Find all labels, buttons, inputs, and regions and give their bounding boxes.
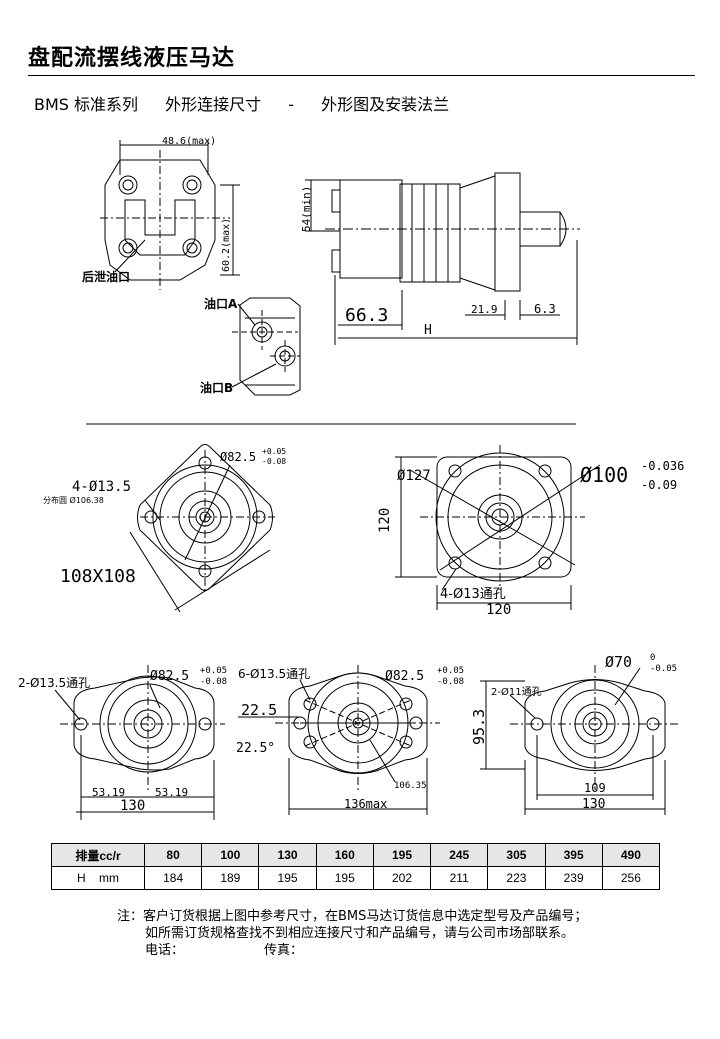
subtitle-desc: 外形图及安装法兰 — [321, 95, 450, 114]
label-port-a: 油口A — [204, 296, 238, 311]
flange-right-dia-127: Ø127 — [397, 468, 431, 484]
table-cell: 223 — [487, 866, 546, 890]
flange-b2-ang-a: 22.5 — [241, 701, 277, 719]
table-cell: 490 — [601, 843, 661, 867]
flange-b1-holes: 2-Ø13.5通孔 — [18, 676, 90, 690]
table-row-displacement: 排量cc/r 80 100 130 160 195 245 305 395 49… — [51, 843, 661, 867]
dim-h: H — [424, 323, 432, 338]
label-drain-port: 后泄油口 — [82, 269, 130, 284]
flange-square-diamond — [129, 444, 275, 613]
table-row-label: H mm — [51, 866, 145, 890]
flange-b1-tol-down: -0.08 — [200, 677, 227, 687]
flange-b2-dia: Ø82.5 — [385, 669, 424, 684]
subtitle-section: 外形连接尺寸 — [165, 95, 262, 114]
flange-right-dim-120h: 120 — [486, 602, 511, 618]
flange-left-pcd: 分布圆 Ø106.38 — [43, 495, 104, 505]
flange-b2-tol-down: -0.08 — [437, 677, 464, 687]
dim-6-3: 6.3 — [534, 302, 556, 316]
table-cell: 202 — [372, 866, 432, 890]
dim-21-9: 21.9 — [471, 303, 498, 316]
flange-left-tol-down: -0.08 — [262, 457, 286, 466]
motor-side-view — [305, 172, 580, 345]
table-header-label: 排量cc/r — [51, 843, 145, 867]
table-cell: 160 — [315, 843, 374, 867]
subtitle-series: BMS 标准系列 — [34, 95, 139, 114]
dim-54-min: 54(min) — [300, 186, 313, 232]
note-tel: 电话： — [145, 943, 185, 958]
flange-square — [395, 445, 601, 610]
flange-2-hole-a — [54, 665, 225, 820]
port-ab-view — [231, 297, 301, 396]
flange-b3-dim-a: 109 — [584, 781, 606, 795]
table-cell: 80 — [143, 843, 203, 867]
dim-48-6: 48.6(max) — [162, 136, 216, 147]
table-cell: 256 — [601, 866, 661, 890]
flange-left-dia: Ø82.5 — [220, 450, 256, 464]
flange-6-hole — [238, 665, 440, 815]
flange-b3-dia: Ø70 — [605, 653, 632, 671]
table-cell: 195 — [258, 866, 317, 890]
flange-right-dia-100: Ø100 — [580, 463, 628, 487]
table-cell: 211 — [430, 866, 489, 890]
flange-b3-dim-h: 95.3 — [470, 709, 488, 745]
technical-drawings: 48.6(max) 60.2(max) 后泄油口 油口A 油口B — [18, 136, 684, 820]
note-contact: 电话： 传真： — [117, 942, 587, 959]
displacement-table: 排量cc/r 80 100 130 160 195 245 305 395 49… — [51, 843, 661, 890]
table-cell: 130 — [258, 843, 317, 867]
table-cell: 184 — [143, 866, 203, 890]
table-cell: 189 — [201, 866, 260, 890]
flange-b1-dia: Ø82.5 — [150, 669, 189, 684]
order-notes: 注：客户订货根据上图中参考尺寸，在BMS马达订货信息中选定型号及产品编号； 如所… — [117, 908, 587, 959]
title-divider — [28, 75, 695, 76]
table-cell: 195 — [315, 866, 374, 890]
dim-60-2: 60.2(max) — [221, 218, 232, 272]
table-cell: 239 — [544, 866, 603, 890]
flange-b1-tol-up: +0.05 — [200, 666, 227, 676]
flange-b2-holes: 6-Ø13.5通孔 — [238, 667, 310, 681]
table-row-h: H mm 184 189 195 195 202 211 223 239 256 — [51, 866, 661, 890]
flange-b3-holes: 2-Ø11通孔 — [491, 686, 542, 698]
table-cell: 305 — [487, 843, 546, 867]
flange-b2-ang-b: 22.5° — [236, 741, 275, 756]
table-cell: 395 — [544, 843, 603, 867]
flange-left-tol-up: +0.05 — [262, 447, 286, 456]
flange-2-hole-b — [480, 665, 680, 815]
flange-right-tol-down: -0.09 — [641, 478, 677, 492]
flange-left-holes: 4-Ø13.5 — [72, 479, 131, 495]
page-title: 盘配流摆线液压马达 — [28, 46, 236, 71]
flange-b3-dim-w: 130 — [582, 797, 605, 812]
flange-right-dim-120v: 120 — [377, 508, 393, 533]
flange-left-size: 108X108 — [60, 566, 136, 587]
table-cell: 245 — [430, 843, 489, 867]
flange-b1-dim-w: 130 — [120, 798, 145, 814]
flange-b2-pcd: 106.35 — [394, 781, 427, 791]
flange-right-tol-up: -0.036 — [641, 459, 684, 473]
flange-b1-dim-a: 53.19 — [92, 786, 125, 799]
label-port-b: 油口B — [200, 380, 233, 395]
note-fax: 传真： — [264, 943, 304, 958]
note-line-2: 如所需订货规格查找不到相应连接尺寸和产品编号，请与公司市场部联系。 — [145, 926, 575, 941]
table-cell: 100 — [201, 843, 260, 867]
port-top-view — [100, 140, 240, 290]
flange-b3-tol-down: -0.05 — [650, 664, 677, 674]
subtitle: BMS 标准系列 外形连接尺寸 - 外形图及安装法兰 — [34, 91, 471, 115]
flange-right-holes: 4-Ø13通孔 — [440, 587, 506, 602]
subtitle-dash: - — [288, 95, 295, 114]
flange-b2-dim-w: 136max — [344, 797, 387, 811]
table-cell: 195 — [372, 843, 432, 867]
dim-66-3: 66.3 — [345, 305, 388, 326]
note-line-1: 注：客户订货根据上图中参考尺寸，在BMS马达订货信息中选定型号及产品编号； — [117, 909, 588, 924]
flange-b1-dim-b: 53.19 — [155, 786, 188, 799]
flange-b2-tol-up: +0.05 — [437, 666, 464, 676]
flange-b3-tol-up: 0 — [650, 653, 655, 663]
